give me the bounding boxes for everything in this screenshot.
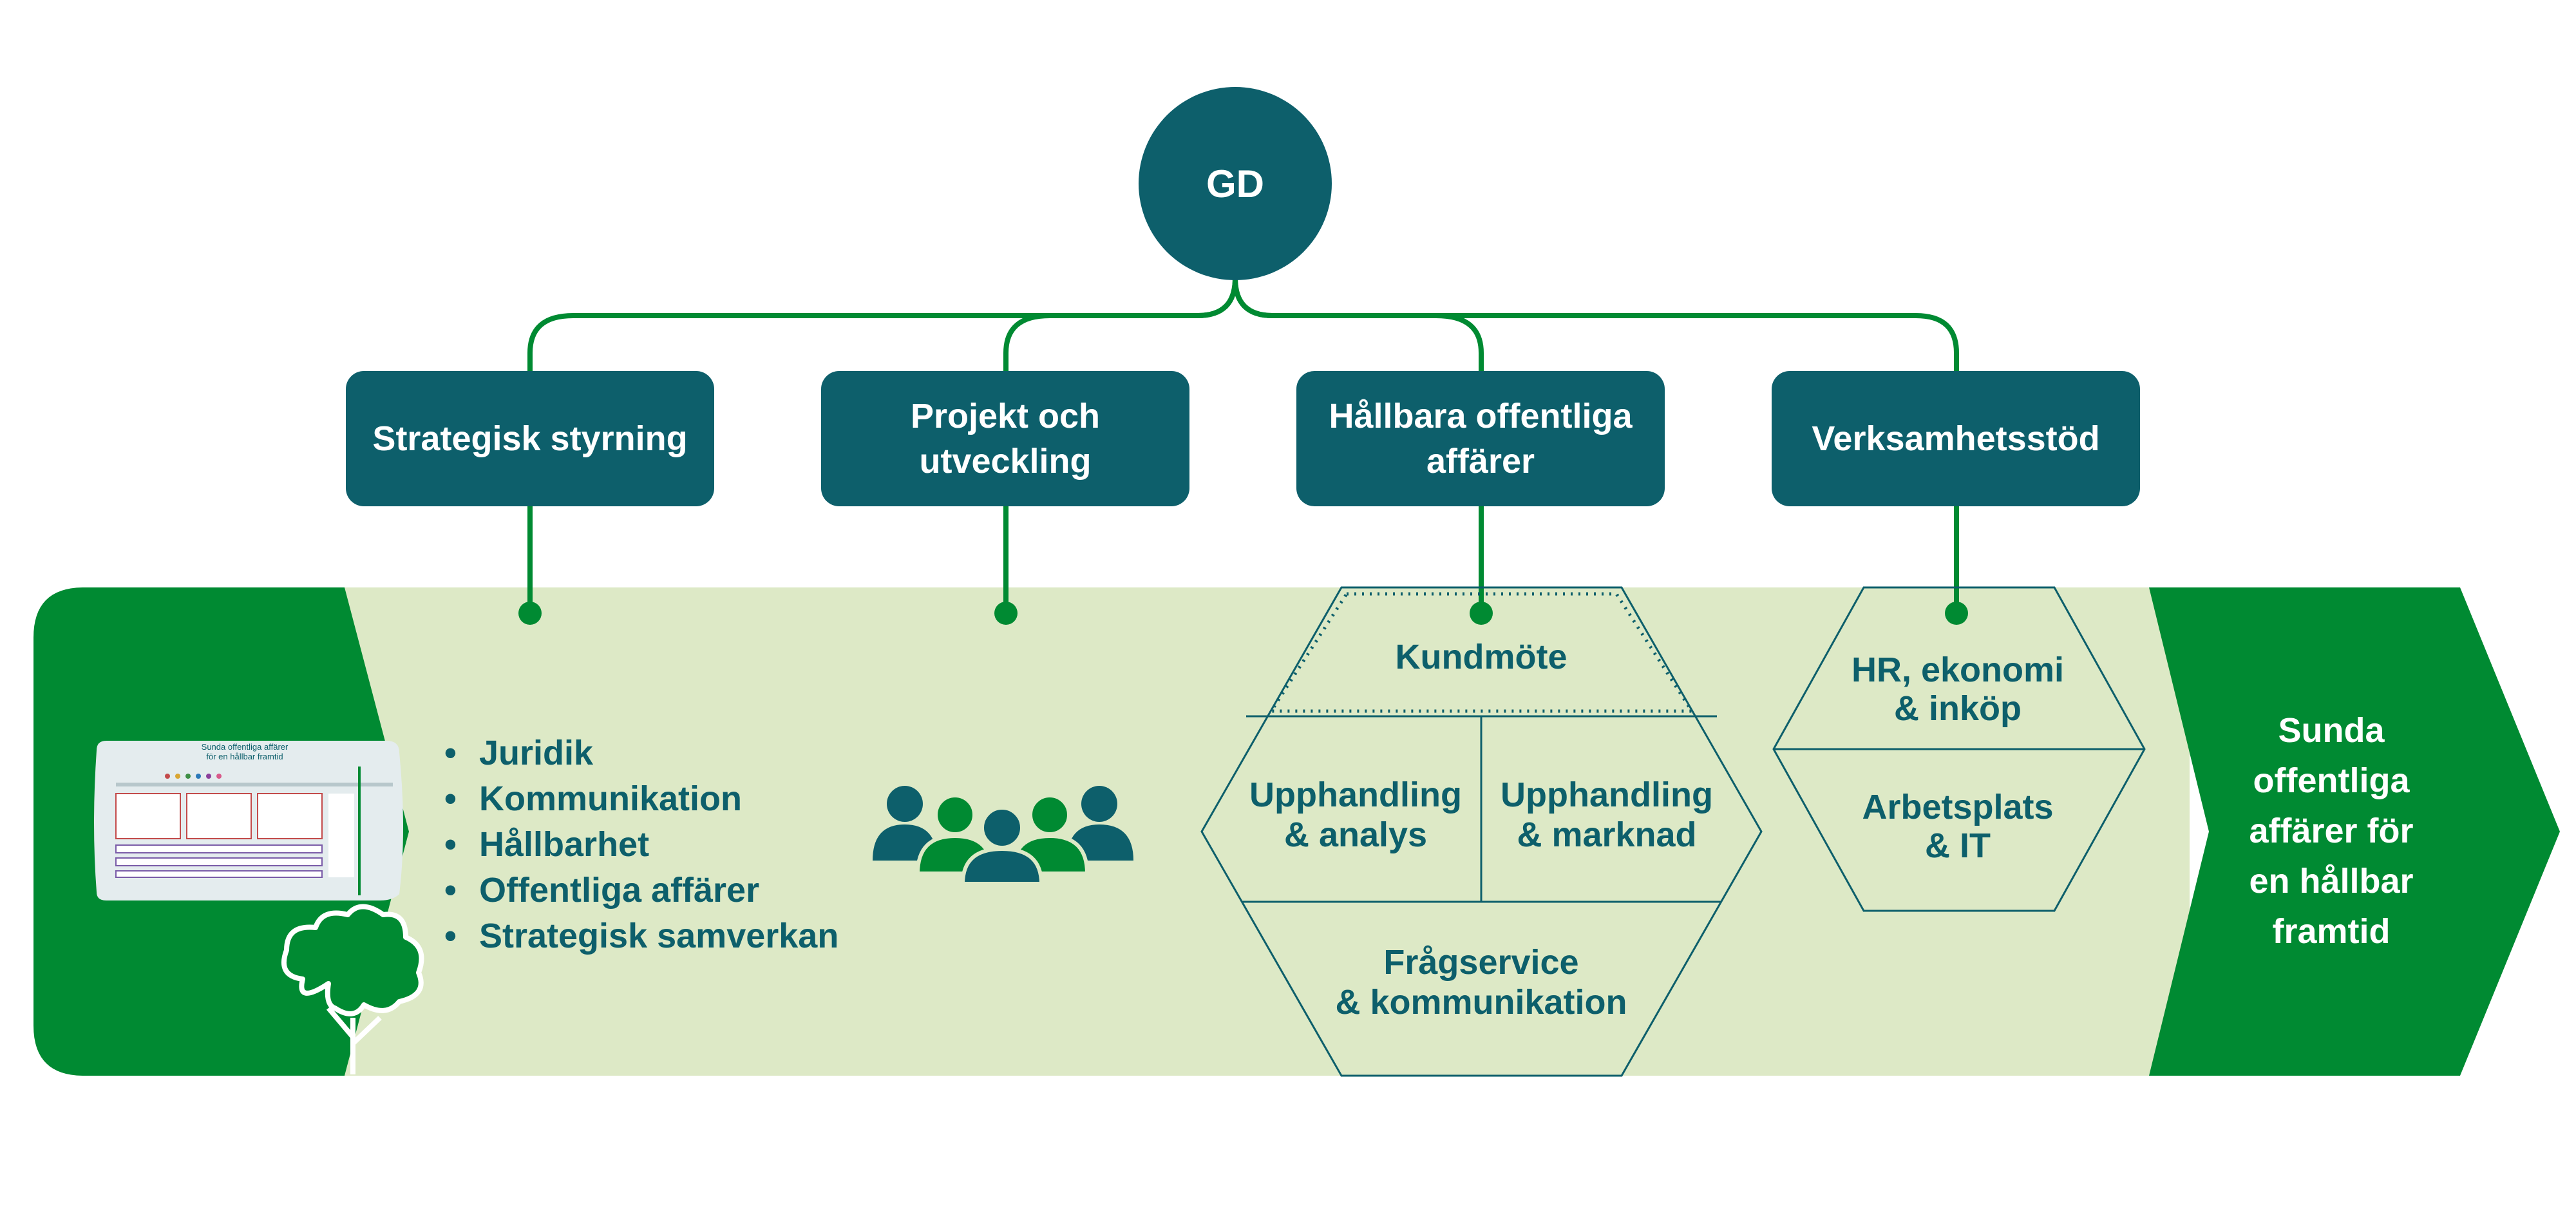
strategy-document-icon	[94, 741, 403, 900]
dept-label-strategisk: Strategisk styrning	[372, 419, 688, 458]
goal-label: Sunda offentliga affärer för en hållbar …	[2249, 711, 2414, 951]
unit-upphandling-analys: Upphandling & analys	[1249, 776, 1462, 854]
unit-kundmote: Kundmöte	[1395, 638, 1567, 676]
dept-box-projekt	[821, 371, 1189, 506]
connector-dots	[518, 602, 1968, 625]
dept-box-hallbara	[1296, 371, 1665, 506]
verksamhet-hexagon	[1772, 586, 2146, 912]
tree-icon	[281, 904, 424, 1074]
dept-label-verksamhet: Verksamhetsstöd	[1812, 419, 2100, 458]
unit-fragservice: Frågservice & kommunikation	[1335, 943, 1627, 1022]
function-item: Strategisk samverkan	[444, 913, 838, 959]
people-group-icon	[873, 786, 1133, 886]
org-connectors	[527, 278, 1959, 613]
unit-it: Arbetsplats & IT	[1862, 788, 2054, 865]
gd-label: GD	[1206, 162, 1264, 205]
function-item: Juridik	[444, 730, 838, 776]
function-item: Offentliga affärer	[444, 868, 838, 913]
dept-label-hallbara: Hållbara offentliga affärer	[1329, 397, 1633, 481]
dept-box-verksamhet	[1772, 371, 2140, 506]
function-item: Hållbarhet	[444, 822, 838, 868]
dept-label-projekt: Projekt och utveckling	[910, 397, 1101, 481]
dept-box-strategisk	[346, 371, 714, 506]
unit-hr: HR, ekonomi & inköp	[1851, 651, 2065, 728]
thumbnail-title: Sunda offentliga affärer för en hållbar …	[201, 742, 289, 761]
gd-node	[1139, 87, 1332, 280]
unit-upphandling-marknad: Upphandling & marknad	[1501, 776, 1713, 854]
hallbara-hexagon	[1200, 586, 1763, 1077]
strategisk-function-list: Juridik Kommunikation Hållbarhet Offentl…	[444, 730, 838, 959]
function-item: Kommunikation	[444, 776, 838, 822]
goal-arrow	[2149, 587, 2560, 1076]
